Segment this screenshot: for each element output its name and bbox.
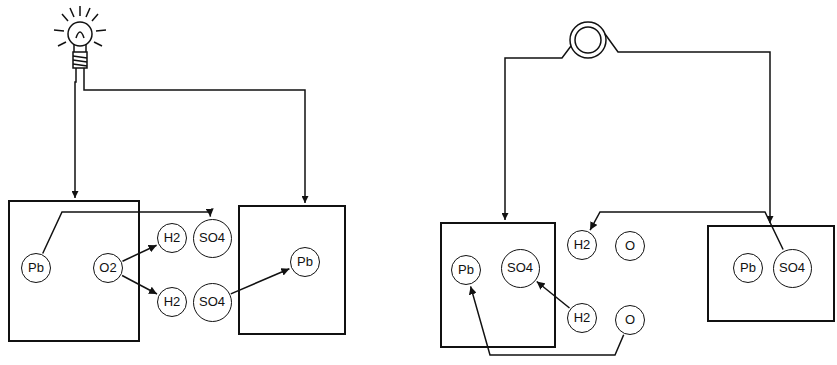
ion-circle: O [615,305,645,335]
ion-label: O [625,313,635,327]
electrode-box: Pb SO4 [707,225,835,322]
reaction-arrow [537,282,570,309]
reaction-arrow [43,212,211,254]
ion-label: Pb [458,263,474,277]
wire [75,68,305,203]
reaction-arrow [471,286,624,355]
ion-label: O2 [99,261,116,275]
ion-circle: SO4 [773,249,812,288]
ion-label: SO4 [779,261,805,275]
ion-circle: Pb [451,255,481,285]
ion-label: SO4 [199,231,225,245]
ion-circle: O [615,231,645,261]
ion-circle: O2 [93,253,123,283]
ion-circle: Pb [290,247,320,277]
ion-circle: Pb [733,253,763,283]
ion-label: H2 [164,295,181,309]
ion-circle: SO4 [193,283,232,322]
electrode-box: Pb SO4 [440,222,556,348]
ion-circle: H2 [157,287,187,317]
ion-label: SO4 [507,261,533,275]
ion-label: H2 [574,311,591,325]
ion-circle: SO4 [501,249,540,288]
ion-circle: SO4 [193,219,232,258]
ion-label: H2 [574,238,591,252]
ion-label: SO4 [199,295,225,309]
ion-circle: Pb [21,253,51,283]
electrode-box: Pb [238,205,346,335]
ion-label: O [625,239,635,253]
ion-circle: H2 [567,230,597,260]
ion-label: H2 [164,231,181,245]
electrode-box: Pb O2 [8,200,140,342]
ion-label: Pb [297,255,313,269]
coil-symbol [570,22,606,58]
lamp-symbol [54,6,106,68]
ion-circle: H2 [157,223,187,253]
ion-label: Pb [740,261,756,275]
wire [505,34,770,223]
ion-circle: H2 [567,303,597,333]
ion-label: Pb [28,261,44,275]
